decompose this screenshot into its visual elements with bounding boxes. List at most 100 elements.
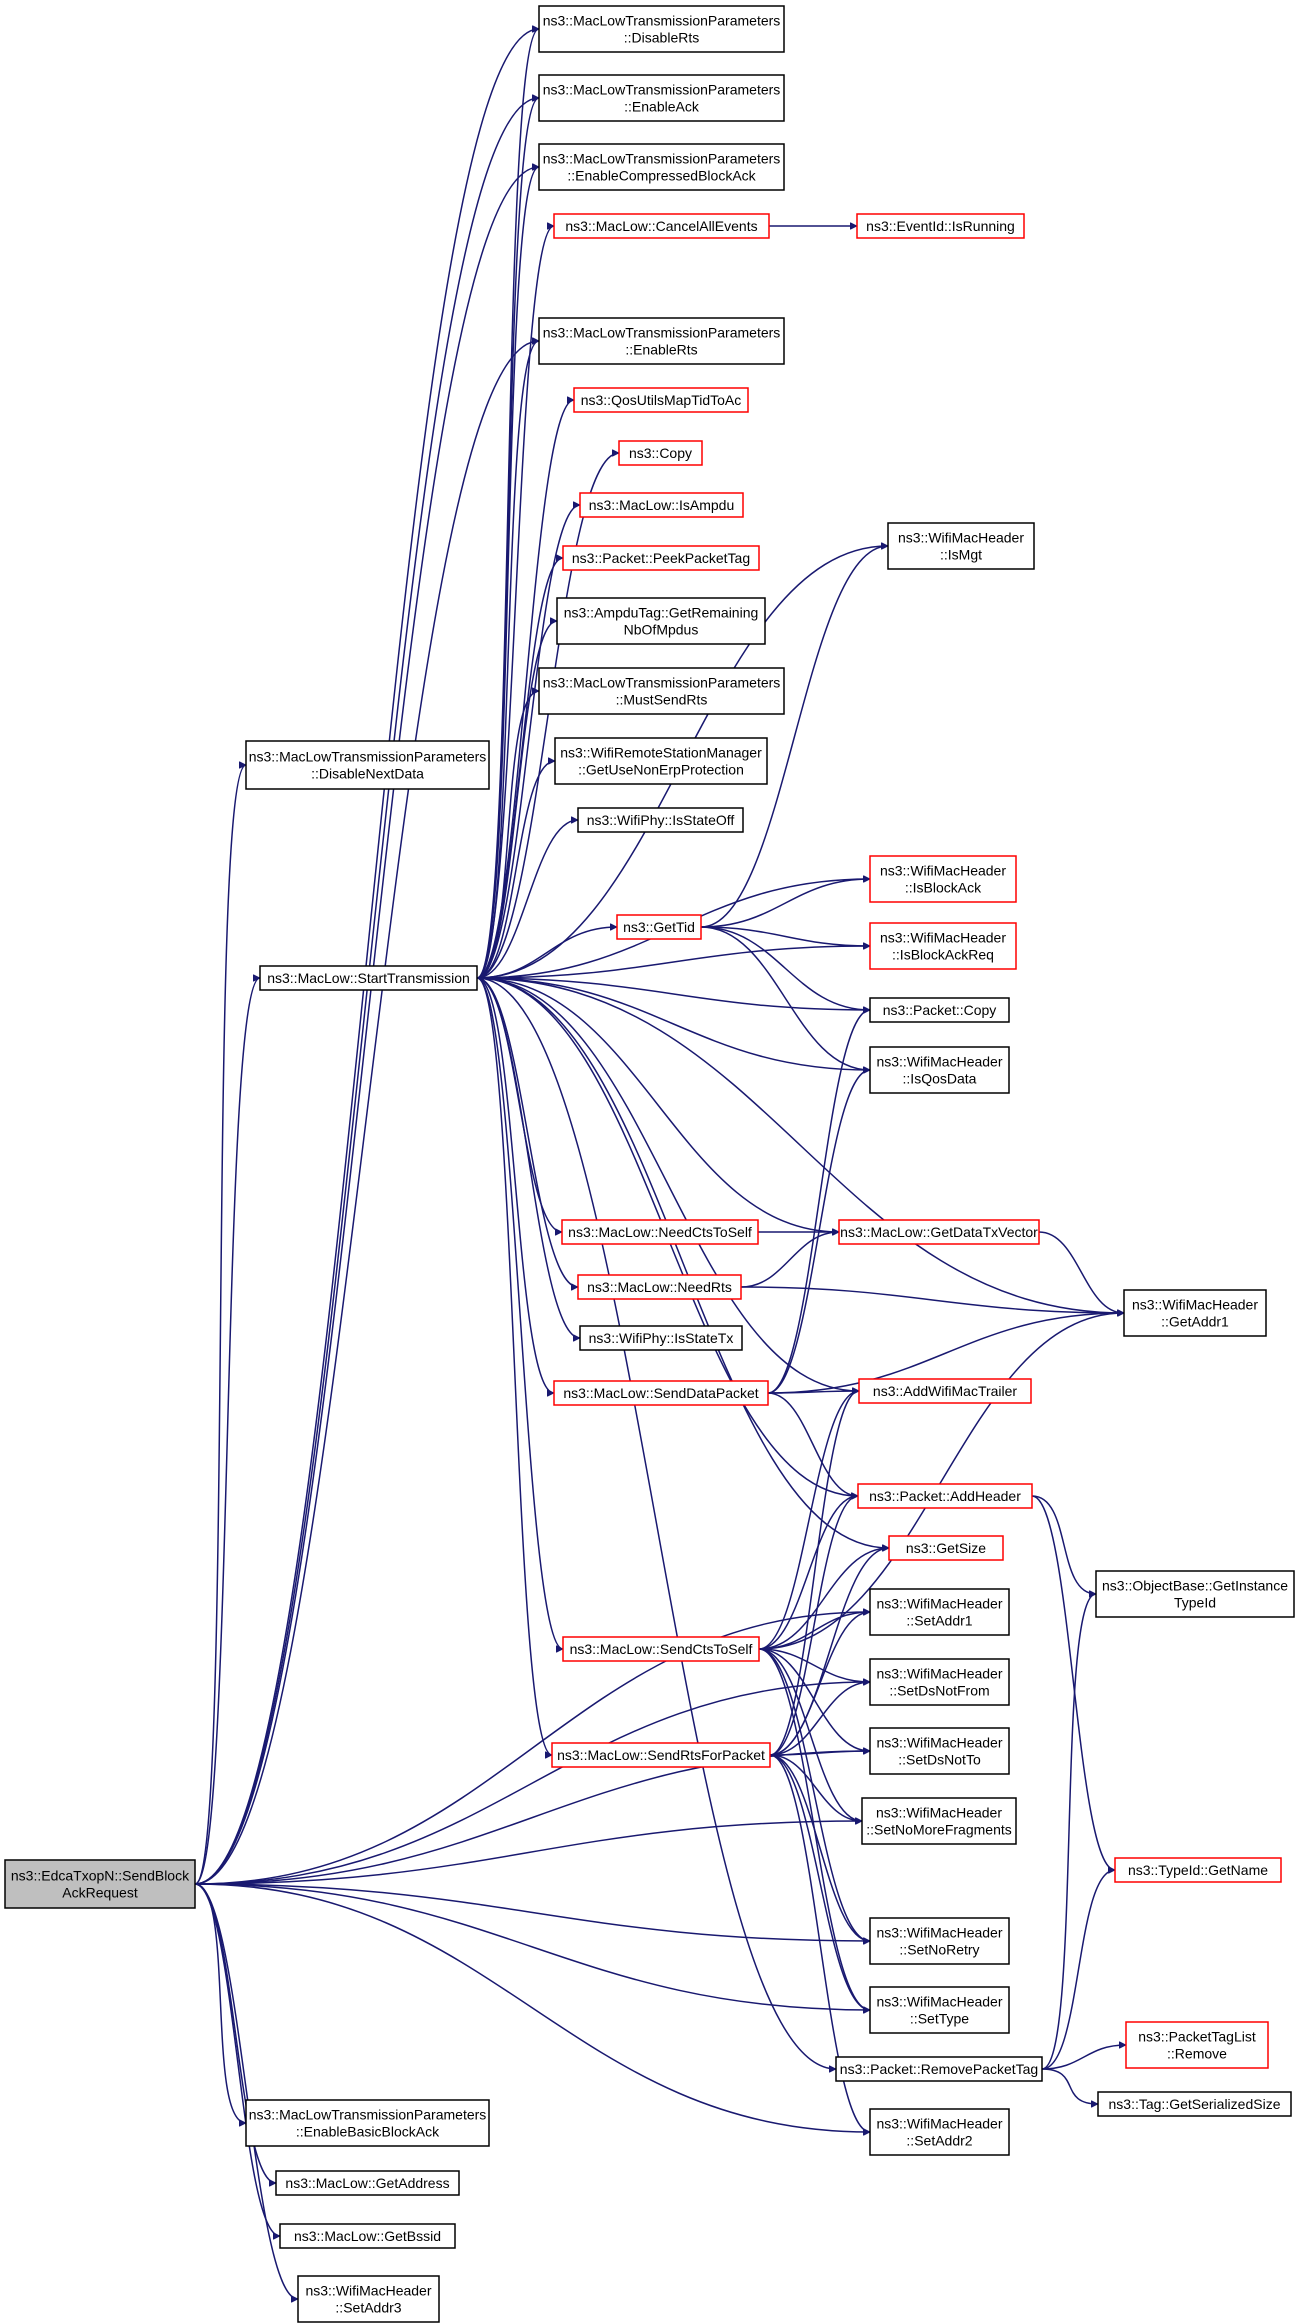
- node-getdatatx[interactable]: ns3::MacLow::GetDataTxVector: [838, 1219, 1040, 1245]
- node-qosmap[interactable]: ns3::QosUtilsMapTidToAc: [573, 387, 749, 413]
- node-mustsendrts[interactable]: ns3::MacLowTransmissionParameters::MustS…: [538, 667, 785, 715]
- node-needrts[interactable]: ns3::MacLow::NeedRts: [577, 1274, 742, 1300]
- edge-addheader-to-getname: [1031, 1495, 1116, 1870]
- node-label: ns3::MacLowTransmissionParameters: [543, 325, 781, 341]
- node-disablerts[interactable]: ns3::MacLowTransmissionParameters::Disab…: [538, 5, 785, 53]
- node-getname[interactable]: ns3::TypeId::GetName: [1114, 1857, 1282, 1883]
- node-getbssid[interactable]: ns3::MacLow::GetBssid: [279, 2223, 456, 2249]
- node-isstatetx[interactable]: ns3::WifiPhy::IsStateTx: [579, 1325, 743, 1351]
- node-peektag[interactable]: ns3::Packet::PeekPacketTag: [562, 545, 760, 571]
- node-box: [618, 440, 703, 466]
- node-label: ::SetDsNotTo: [898, 1752, 981, 1768]
- node-enablecba[interactable]: ns3::MacLowTransmissionParameters::Enabl…: [538, 143, 785, 191]
- node-addtrailer[interactable]: ns3::AddWifiMacTrailer: [858, 1378, 1032, 1404]
- edge-sendcts-to-getsize: [758, 1548, 889, 1650]
- node-label: ::SetNoRetry: [899, 1942, 979, 1958]
- node-label: ns3::AmpduTag::GetRemaining: [564, 605, 759, 621]
- node-setaddr1[interactable]: ns3::WifiMacHeader::SetAddr1: [869, 1588, 1010, 1636]
- node-label: ::EnableBasicBlockAck: [296, 2124, 440, 2140]
- node-label: ::SetAddr3: [335, 2300, 401, 2316]
- node-label: ::EnableCompressedBlockAck: [567, 168, 756, 184]
- node-addheader[interactable]: ns3::Packet::AddHeader: [857, 1483, 1033, 1509]
- node-tagsize[interactable]: ns3::Tag::GetSerializedSize: [1097, 2091, 1292, 2117]
- node-label: ns3::WifiMacHeader: [898, 530, 1024, 546]
- node-box: [577, 1274, 742, 1300]
- node-removetag[interactable]: ns3::Packet::RemovePacketTag: [835, 2056, 1043, 2082]
- edge-root-to-setaddr3: [194, 1883, 299, 2299]
- node-box: [577, 807, 744, 833]
- node-label: ns3::MacLow::GetBssid: [294, 2228, 441, 2244]
- node-label: ns3::Packet::Copy: [883, 1002, 997, 1018]
- node-box: [861, 1797, 1017, 1845]
- node-box: [869, 922, 1017, 970]
- node-getaddress[interactable]: ns3::MacLow::GetAddress: [275, 2170, 460, 2196]
- node-isstateoff[interactable]: ns3::WifiPhy::IsStateOff: [577, 807, 744, 833]
- node-box: [259, 965, 478, 991]
- edge-root-to-setaddr1: [194, 1612, 870, 1885]
- node-label: ns3::Packet::AddHeader: [869, 1488, 1021, 1504]
- node-setaddr2[interactable]: ns3::WifiMacHeader::SetAddr2: [869, 2108, 1010, 2156]
- node-box: [573, 387, 749, 413]
- node-label: ns3::MacLow::NeedRts: [587, 1279, 732, 1295]
- edge-starttx-to-getsize: [476, 977, 889, 1548]
- node-label: ns3::EdcaTxopN::SendBlock: [11, 1868, 190, 1884]
- edge-sendrts-to-setnomore: [769, 1754, 862, 1821]
- node-isblockack[interactable]: ns3::WifiMacHeader::IsBlockAck: [869, 855, 1017, 903]
- node-senddata[interactable]: ns3::MacLow::SendDataPacket: [553, 1380, 769, 1406]
- node-sendrts[interactable]: ns3::MacLow::SendRtsForPacket: [551, 1742, 771, 1768]
- edge-sendcts-to-setnoretry: [758, 1648, 871, 1941]
- node-setaddr3[interactable]: ns3::WifiMacHeader::SetAddr3: [297, 2275, 440, 2323]
- node-needcts[interactable]: ns3::MacLow::NeedCtsToSelf: [561, 1219, 759, 1245]
- node-enablebasic[interactable]: ns3::MacLowTransmissionParameters::Enabl…: [245, 2099, 490, 2147]
- node-getsize[interactable]: ns3::GetSize: [888, 1535, 1004, 1561]
- edge-senddata-to-packetcopy: [767, 1010, 871, 1394]
- node-packetcopy[interactable]: ns3::Packet::Copy: [869, 997, 1010, 1023]
- edge-sendrts-to-setdsnotto: [769, 1751, 870, 1756]
- node-box: [869, 1046, 1010, 1094]
- edge-sendcts-to-addheader: [758, 1496, 859, 1650]
- node-settype[interactable]: ns3::WifiMacHeader::SetType: [869, 1986, 1010, 2034]
- node-label: ::EnableRts: [625, 342, 697, 358]
- edge-sendrts-to-setdsnotfrom: [769, 1682, 870, 1756]
- node-box: [579, 1325, 743, 1351]
- node-copy[interactable]: ns3::Copy: [618, 440, 703, 466]
- node-isqosdata[interactable]: ns3::WifiMacHeader::IsQosData: [869, 1046, 1010, 1094]
- node-label: ns3::MacLow::IsAmpdu: [589, 497, 735, 513]
- edge-sendcts-to-addtrailer: [758, 1391, 860, 1650]
- node-enableack[interactable]: ns3::MacLowTransmissionParameters::Enabl…: [538, 74, 785, 122]
- node-isampdu[interactable]: ns3::MacLow::IsAmpdu: [579, 492, 744, 518]
- node-setdsnotfrom[interactable]: ns3::WifiMacHeader::SetDsNotFrom: [869, 1658, 1010, 1706]
- node-box: [275, 2170, 460, 2196]
- node-isblockackreq[interactable]: ns3::WifiMacHeader::IsBlockAckReq: [869, 922, 1017, 970]
- node-box: [616, 914, 702, 940]
- edge-root-to-getbssid: [194, 1883, 281, 2236]
- node-setnomore[interactable]: ns3::WifiMacHeader::SetNoMoreFragments: [861, 1797, 1017, 1845]
- node-getaddr1[interactable]: ns3::WifiMacHeader::GetAddr1: [1123, 1289, 1267, 1337]
- edge-starttx-to-enablecba: [476, 167, 540, 979]
- node-isrunning[interactable]: ns3::EventId::IsRunning: [856, 213, 1025, 239]
- node-box: [888, 1535, 1004, 1561]
- node-gettid[interactable]: ns3::GetTid: [616, 914, 702, 940]
- edge-senddata-to-isqosdata: [767, 1070, 871, 1394]
- node-taglistremove[interactable]: ns3::PacketTagList::Remove: [1125, 2021, 1269, 2069]
- node-sendcts[interactable]: ns3::MacLow::SendCtsToSelf: [562, 1636, 760, 1662]
- node-ismgt[interactable]: ns3::WifiMacHeader::IsMgt: [887, 522, 1035, 570]
- node-box: [538, 317, 785, 365]
- node-setnoretry[interactable]: ns3::WifiMacHeader::SetNoRetry: [869, 1917, 1010, 1965]
- node-starttx[interactable]: ns3::MacLow::StartTransmission: [259, 965, 478, 991]
- node-box: [538, 143, 785, 191]
- node-label: ns3::WifiPhy::IsStateTx: [589, 1330, 734, 1346]
- node-nonerp[interactable]: ns3::WifiRemoteStationManager::GetUseNon…: [554, 737, 768, 785]
- node-cancelall[interactable]: ns3::MacLow::CancelAllEvents: [553, 213, 770, 239]
- node-disablenextdata[interactable]: ns3::MacLowTransmissionParameters::Disab…: [245, 740, 490, 790]
- edge-needrts-to-getdatatx: [740, 1232, 839, 1288]
- edge-sendcts-to-setaddr1: [758, 1612, 870, 1650]
- node-enablerts[interactable]: ns3::MacLowTransmissionParameters::Enabl…: [538, 317, 785, 365]
- node-box: [245, 2099, 490, 2147]
- node-setdsnotto[interactable]: ns3::WifiMacHeader::SetDsNotTo: [869, 1727, 1010, 1775]
- nodes-layer: ns3::EdcaTxopN::SendBlockAckRequestns3::…: [4, 5, 1295, 2323]
